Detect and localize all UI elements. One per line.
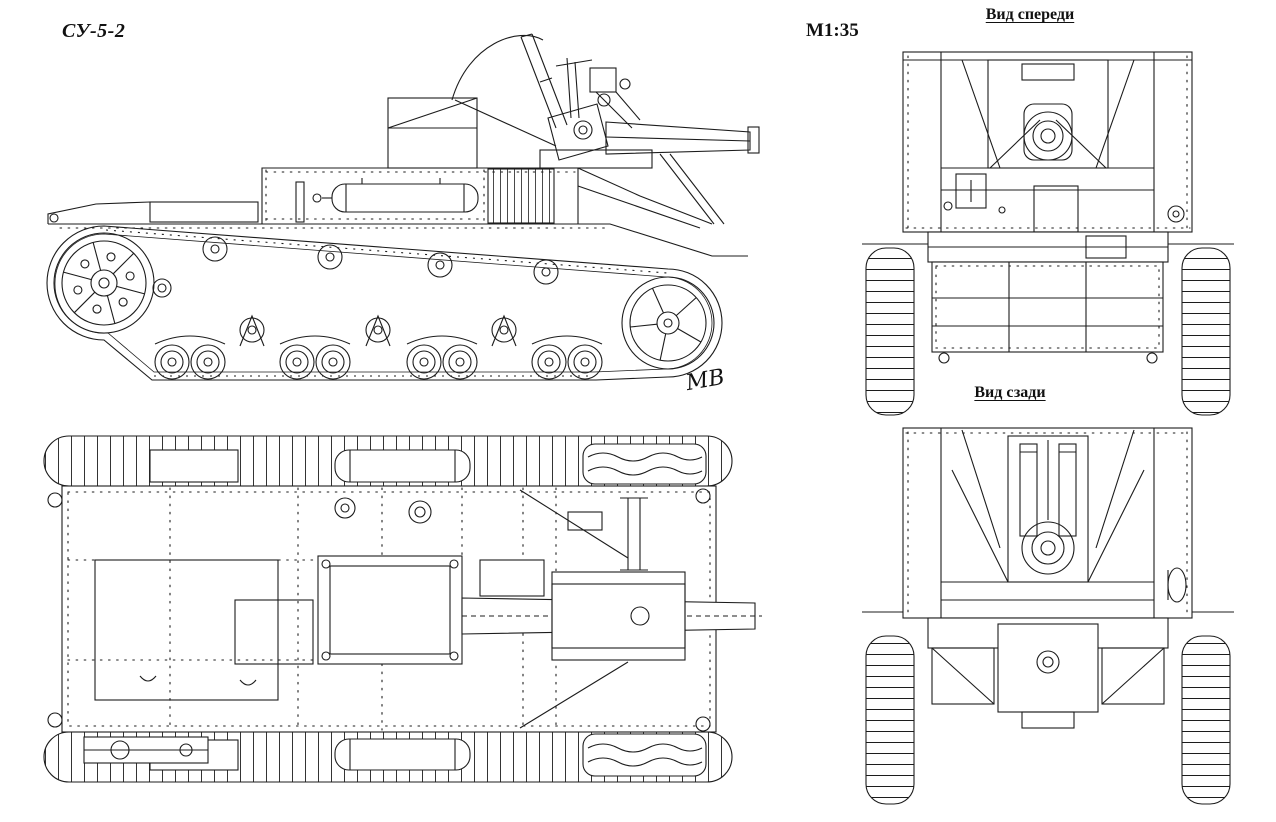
side-hull: [47, 167, 748, 257]
gun-assembly: [387, 33, 760, 225]
drive-sprocket-wheel: [53, 232, 172, 334]
rear-hull: [927, 617, 1169, 729]
return-rollers: [202, 236, 559, 285]
front-tracks: [862, 243, 1234, 416]
drawing-scale: М1:35: [806, 20, 859, 41]
rear-tracks: [862, 611, 1234, 805]
front-view-label: Вид спереди: [985, 6, 1075, 23]
rear-superstructure: [902, 427, 1193, 619]
front-hull: [927, 231, 1169, 364]
side-view-drawing: [46, 33, 760, 381]
top-gun-assembly: [317, 489, 762, 729]
side-track: [46, 225, 723, 381]
top-view-drawing: [43, 435, 762, 783]
road-wheels: [154, 335, 603, 380]
idler-wheel: [621, 276, 715, 370]
front-superstructure: [902, 51, 1193, 233]
front-view-drawing: [862, 51, 1234, 416]
top-stowage: [83, 443, 707, 777]
rear-view-label: Вид сзади: [974, 384, 1046, 401]
bogie-brackets: [239, 314, 517, 347]
rear-view-drawing: [862, 427, 1234, 805]
drawing-title: СУ-5-2: [62, 20, 126, 42]
